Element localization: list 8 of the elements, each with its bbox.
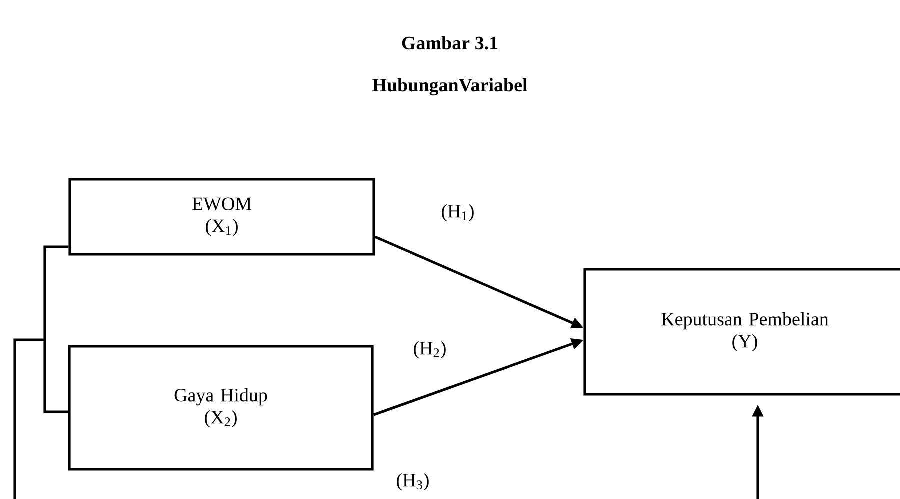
figure-caption: HubunganVariabel [372, 78, 528, 96]
variable-box: Gaya Hidup (X$_{2}$) [68, 345, 374, 471]
figure-title: Gambar 3.1 [402, 36, 498, 50]
variable-box: EWOM (X$_{1}$) [68, 178, 376, 256]
edge-label: (H$_{1}$) [440, 203, 476, 223]
variable-box: Keputusan Pembelian (Y) [584, 268, 900, 396]
edge-label: (H$_{2}$) [412, 340, 448, 360]
edge-label: (H$_{3}$) [395, 472, 431, 492]
